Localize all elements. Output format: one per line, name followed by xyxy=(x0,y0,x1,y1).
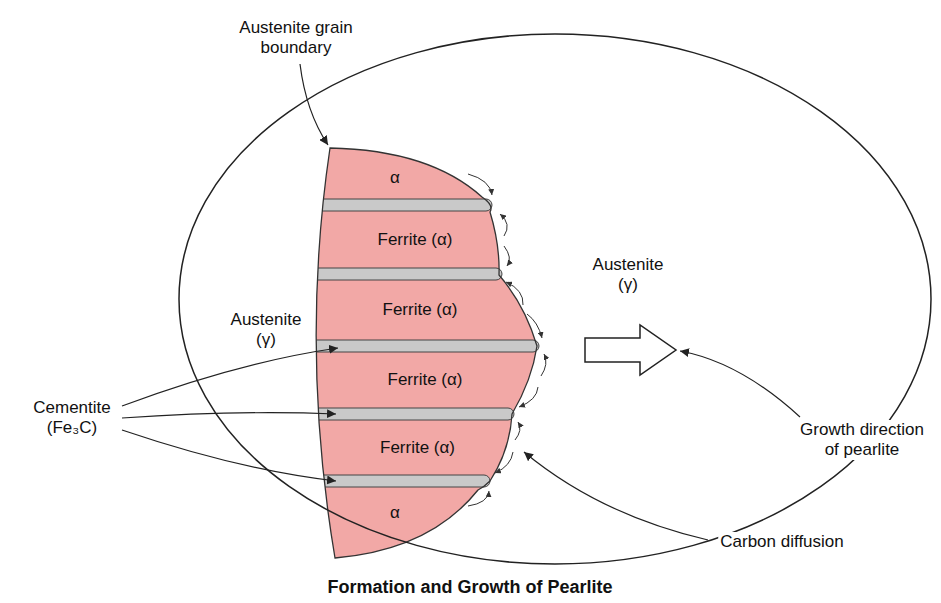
label-holder: Cementite (Fe₃C) xyxy=(31,398,112,438)
cementite-label: Cementite (Fe₃C) xyxy=(31,398,112,438)
diffusion-arrow xyxy=(519,387,538,407)
phase-label: α xyxy=(390,503,400,523)
phase-label: Ferrite (α) xyxy=(378,230,453,250)
ferrite-lamella: Ferrite (α) xyxy=(340,354,510,406)
grain-ellipse xyxy=(179,34,931,564)
phase-label: Ferrite (α) xyxy=(388,370,463,390)
label-holder: Carbon diffusion xyxy=(718,532,846,552)
cementite-plate xyxy=(310,199,492,211)
phase-label: Austenite (γ) xyxy=(231,310,302,350)
phase-label: Ferrite (α) xyxy=(380,438,455,458)
leader-line xyxy=(122,430,336,481)
leader-line xyxy=(122,348,338,406)
diffusion-arrow xyxy=(504,246,509,266)
ferrite-lamella: Ferrite (α) xyxy=(340,213,490,267)
figure-caption: Formation and Growth of Pearlite xyxy=(325,577,614,597)
phase-label: α xyxy=(390,168,400,188)
label-holder: Austenite grain boundary xyxy=(224,18,368,58)
ferrite-lamella: α xyxy=(340,490,450,536)
growth-direction-label: Growth direction of pearlite xyxy=(794,420,930,460)
diffusion-arrow xyxy=(468,491,489,506)
ferrite-lamella: α xyxy=(340,160,450,196)
carbon-diffusion-label: Carbon diffusion xyxy=(718,532,846,552)
diffusion-arrow xyxy=(527,314,542,338)
phase-label: Austenite (γ) xyxy=(593,255,664,295)
austenite-grain: Austenite (γ)Austenite (γ)αFerrite (α)Fe… xyxy=(178,33,932,565)
cementite-plate xyxy=(305,408,514,420)
leader-line xyxy=(680,351,800,417)
phase-label: Ferrite (α) xyxy=(383,300,458,320)
ferrite-lamella: Ferrite (α) xyxy=(340,422,495,473)
diffusion-arrow xyxy=(495,452,513,473)
cementite-plate xyxy=(305,340,539,352)
growth-arrow xyxy=(585,325,676,375)
cementite-plate xyxy=(305,268,502,280)
diffusion-arrow xyxy=(500,214,507,236)
text-holder: Austenite (γ) xyxy=(231,310,302,350)
diffusion-arrow xyxy=(468,174,492,195)
leader-line xyxy=(524,452,708,540)
ferrite-lamella: Ferrite (α) xyxy=(340,282,500,338)
diffusion-arrow xyxy=(506,282,523,305)
text-holder: Austenite (γ) xyxy=(593,255,664,295)
diffusion-arrow xyxy=(541,354,546,376)
grain-boundary-label: Austenite grain boundary xyxy=(224,18,368,58)
colony-outline xyxy=(316,148,537,558)
leader-line xyxy=(122,413,336,418)
diffusion-arrow xyxy=(515,422,520,440)
grain-outline xyxy=(178,33,932,565)
cementite-plate xyxy=(310,475,490,487)
label-holder: Growth direction of pearlite xyxy=(794,420,930,460)
caption-holder: Formation and Growth of Pearlite xyxy=(325,577,614,597)
leader-line xyxy=(300,64,328,145)
